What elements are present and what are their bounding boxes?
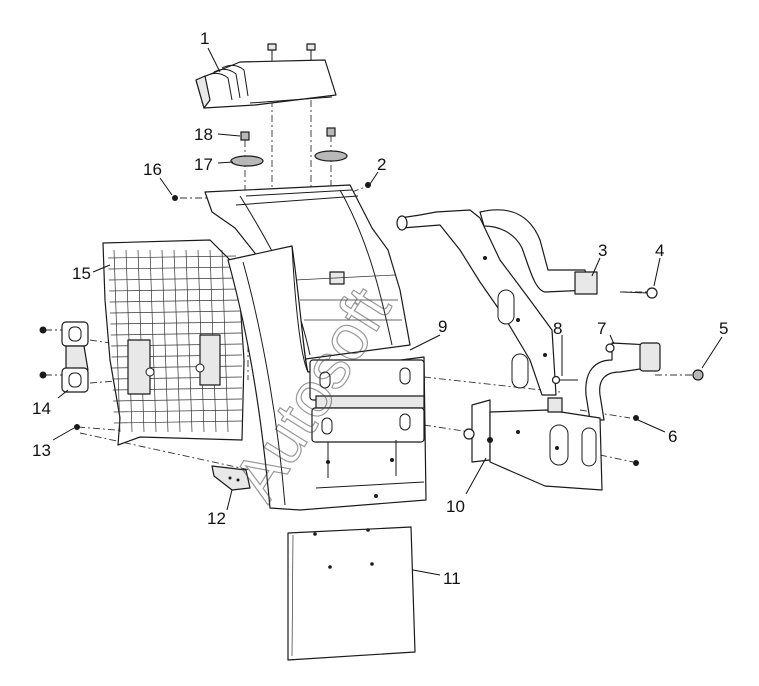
grille-panel xyxy=(102,239,245,446)
mounting-bracket xyxy=(463,397,603,491)
callout-6: 6 xyxy=(668,427,677,446)
screw xyxy=(172,195,178,201)
grille-slat xyxy=(108,277,239,281)
tube-brace xyxy=(585,342,661,421)
nut xyxy=(692,369,704,381)
callout-11: 11 xyxy=(443,569,461,588)
bolt xyxy=(551,375,578,385)
nut xyxy=(633,460,639,466)
callout-2: 2 xyxy=(377,155,386,174)
rubber-pad xyxy=(314,150,348,162)
support-arm xyxy=(396,209,598,396)
grille-slat xyxy=(109,310,242,314)
callout-13: 13 xyxy=(32,441,51,460)
callout-12: 12 xyxy=(207,509,226,528)
grille-slat xyxy=(109,288,240,292)
grille-slat xyxy=(108,266,238,270)
nut xyxy=(39,326,47,334)
grille-slat xyxy=(110,332,243,336)
grille-bar xyxy=(173,249,181,433)
callout-3: 3 xyxy=(598,241,607,260)
callout-1: 1 xyxy=(200,29,209,48)
callout-15: 15 xyxy=(72,264,91,283)
callout-17: 17 xyxy=(194,155,213,174)
grille-bar xyxy=(149,249,157,433)
small-bracket xyxy=(211,465,251,491)
grille-bar xyxy=(221,249,229,433)
screw xyxy=(267,43,316,60)
grille-slat xyxy=(113,398,243,402)
callout-10: 10 xyxy=(446,497,465,516)
grille-bar xyxy=(113,249,121,433)
grille-bar xyxy=(161,249,169,433)
fender-body xyxy=(204,184,427,511)
nut xyxy=(74,424,80,430)
grille-slat xyxy=(113,420,243,424)
bolt xyxy=(621,287,658,299)
leader-lines xyxy=(52,47,723,576)
grille-slat xyxy=(107,255,237,259)
rubber-pad xyxy=(230,155,264,167)
screw xyxy=(365,182,371,188)
callout-labels: 1 2 3 4 5 6 7 8 9 10 11 12 13 14 15 16 1… xyxy=(32,29,728,588)
bracket-pair xyxy=(61,321,89,393)
mud-flap xyxy=(287,526,416,661)
callout-4: 4 xyxy=(655,241,664,260)
grille-slat xyxy=(113,409,243,413)
nut xyxy=(633,415,639,421)
callout-7: 7 xyxy=(597,319,606,338)
grille-bar xyxy=(185,249,193,433)
callout-5: 5 xyxy=(719,319,728,338)
callout-8: 8 xyxy=(553,319,562,338)
upper-cover xyxy=(195,59,337,109)
nut xyxy=(240,131,250,141)
callout-16: 16 xyxy=(143,160,162,179)
nut xyxy=(39,371,47,379)
grille-slat xyxy=(109,299,241,303)
callout-18: 18 xyxy=(194,125,213,144)
callout-14: 14 xyxy=(32,399,51,418)
nut xyxy=(326,127,336,137)
callout-9: 9 xyxy=(438,317,447,336)
